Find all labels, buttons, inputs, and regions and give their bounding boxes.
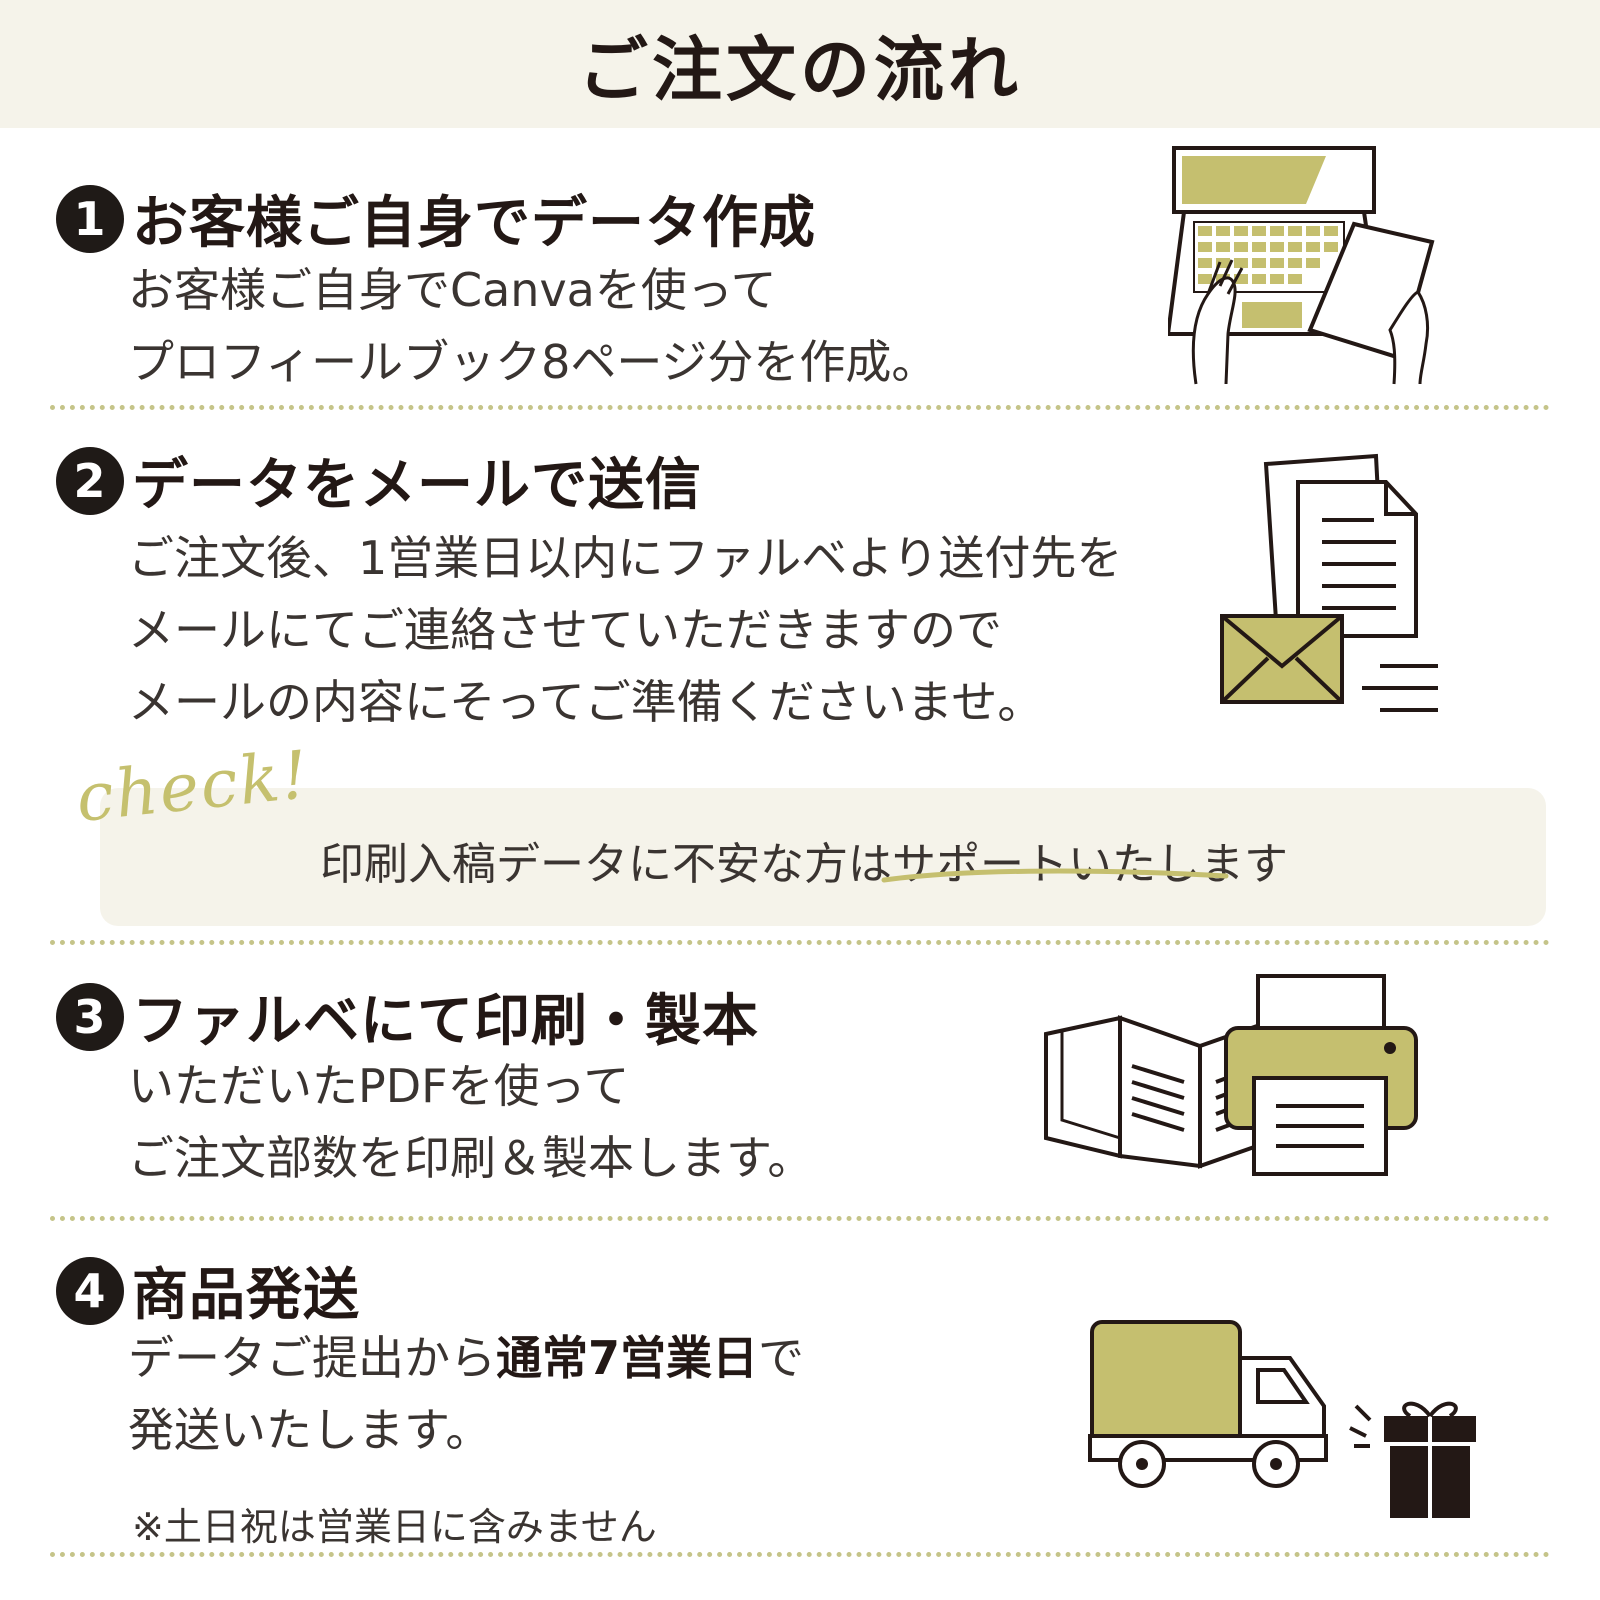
step-2-description: ご注文後、1営業日以内にファルベより送付先を メールにてご連絡させていただきます… bbox=[128, 522, 1122, 738]
step-1-title: 1 お客様ご自身でデータ作成 bbox=[56, 178, 816, 259]
documents-and-envelope-icon bbox=[1220, 453, 1438, 712]
step-title-text: 商品発送 bbox=[132, 1263, 360, 1328]
step-number-badge: 2 bbox=[56, 446, 124, 515]
holiday-note: ※土日祝は営業日に含みません bbox=[132, 1505, 657, 1549]
divider bbox=[50, 405, 1550, 410]
step-3-line-1: いただいたPDFを使って bbox=[128, 1059, 630, 1113]
step-1-line-2: プロフィールブック8ページ分を作成。 bbox=[128, 335, 938, 389]
step-4-line-1: データご提出から通常7営業日で bbox=[128, 1331, 805, 1385]
step-4-title: 4 商品発送 bbox=[56, 1250, 360, 1331]
step-2-title: 2 データをメールで送信 bbox=[56, 440, 702, 521]
book-and-printer-icon bbox=[1044, 974, 1418, 1176]
delivery-truck-and-gift-icon bbox=[1088, 1320, 1476, 1518]
divider bbox=[50, 940, 1550, 945]
emphasis-delivery-days: 通常7営業日 bbox=[496, 1331, 759, 1385]
step-2-line-1: ご注文後、1営業日以内にファルベより送付先を bbox=[128, 531, 1123, 585]
underline-stroke-icon bbox=[881, 868, 1229, 883]
page-title: ご注文の流れ bbox=[578, 28, 1022, 111]
check-support-text: 印刷入稿データに不安な方はサポートいたします bbox=[320, 839, 1288, 890]
check-support-box bbox=[100, 788, 1546, 926]
page-header: ご注文の流れ bbox=[0, 0, 1600, 128]
step-1-line-1: お客様ご自身でCanvaを使って bbox=[128, 263, 777, 317]
step-3-description: いただいたPDFを使って ご注文部数を印刷＆製本します。 bbox=[128, 1050, 813, 1194]
step-4-description: データご提出から通常7営業日で 発送いたします。 bbox=[128, 1322, 804, 1466]
step-title-text: お客様ご自身でデータ作成 bbox=[132, 191, 816, 256]
step-number-badge: 4 bbox=[56, 1256, 124, 1325]
divider bbox=[50, 1216, 1550, 1221]
step-3-line-2: ご注文部数を印刷＆製本します。 bbox=[128, 1131, 814, 1185]
step-number-badge: 1 bbox=[56, 184, 124, 253]
step-2-line-2: メールにてご連絡させていただきますので bbox=[128, 603, 1002, 657]
laptop-with-document-icon bbox=[1168, 146, 1435, 385]
divider bbox=[50, 1552, 1550, 1557]
step-2-line-3: メールの内容にそってご準備くださいませ。 bbox=[128, 675, 1044, 729]
step-title-text: データをメールで送信 bbox=[132, 453, 702, 518]
step-4-line-2: 発送いたします。 bbox=[128, 1403, 492, 1457]
step-1-description: お客様ご自身でCanvaを使って プロフィールブック8ページ分を作成。 bbox=[128, 254, 937, 398]
step-title-text: ファルベにて印刷・製本 bbox=[132, 989, 759, 1054]
step-number-badge: 3 bbox=[56, 982, 124, 1051]
step-3-title: 3 ファルベにて印刷・製本 bbox=[56, 976, 759, 1057]
